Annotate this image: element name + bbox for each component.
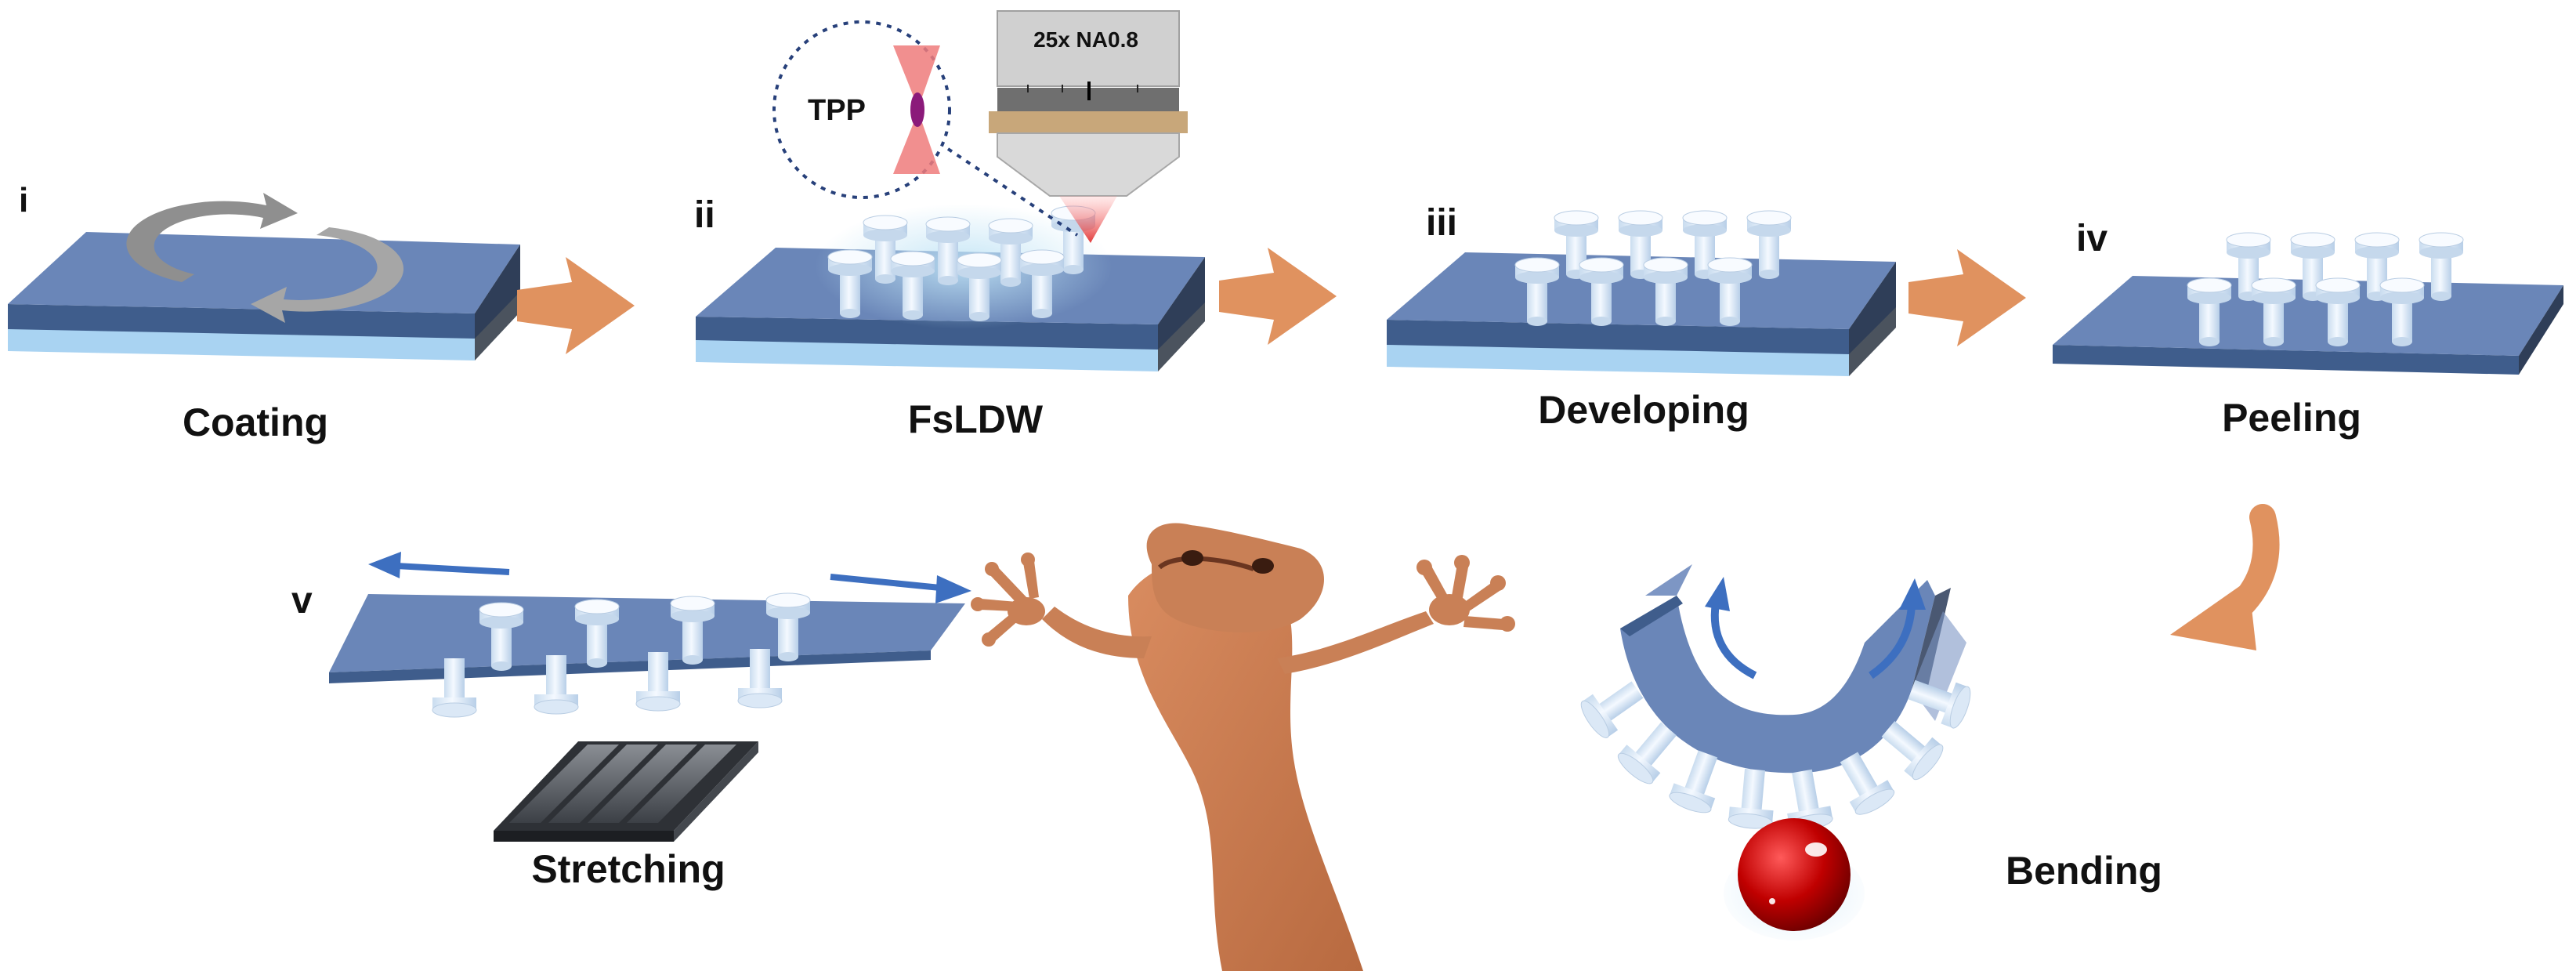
step-numeral-ii: ii bbox=[694, 194, 715, 236]
laser-beam-icon bbox=[1059, 196, 1117, 243]
tpp-zoom-callout: TPP bbox=[772, 20, 1079, 237]
step-ii-fsldw: ii TPP bbox=[694, 10, 1205, 441]
process-arrow-3 bbox=[1908, 249, 2026, 346]
step-numeral-iv: iv bbox=[2076, 218, 2107, 259]
coating-substrate bbox=[8, 232, 520, 361]
objective-lens-icon: 25x NA0.8 bbox=[989, 10, 1188, 197]
bend-arrow-right bbox=[1869, 578, 1926, 679]
step-v-stretching: v bbox=[291, 552, 971, 891]
step-caption-fsldw: FsLDW bbox=[908, 397, 1044, 441]
step-caption-bending: Bending bbox=[2006, 849, 2162, 893]
process-arrow-2 bbox=[1219, 248, 1337, 345]
bend-arrow-left bbox=[1705, 577, 1757, 679]
step-numeral-v: v bbox=[291, 580, 313, 621]
tpp-label: TPP bbox=[808, 94, 866, 127]
objective-label: 25x NA0.8 bbox=[1033, 27, 1138, 52]
gecko-left-foot bbox=[971, 553, 1045, 647]
gecko-illustration bbox=[971, 523, 1515, 971]
stretched-film bbox=[329, 594, 965, 683]
process-arrow-1 bbox=[517, 257, 635, 354]
rotation-icon bbox=[126, 193, 404, 323]
step-caption-coating: Coating bbox=[183, 400, 328, 444]
comb-substrate bbox=[494, 741, 758, 842]
step-caption-developing: Developing bbox=[1538, 388, 1749, 432]
red-ball-icon bbox=[1738, 818, 1851, 931]
step-i-coating: i Coating bbox=[8, 181, 520, 444]
step-caption-peeling: Peeling bbox=[2222, 396, 2361, 440]
step-numeral-iii: iii bbox=[1426, 202, 1457, 244]
stretch-arrow-right bbox=[830, 574, 971, 603]
process-arrow-curved bbox=[2170, 504, 2280, 650]
stretch-arrow-left bbox=[368, 552, 510, 578]
step-iv-peeling: iv Peeling bbox=[2053, 218, 2563, 440]
gecko-right-foot bbox=[1416, 555, 1515, 632]
laser-focus-icon bbox=[893, 45, 940, 174]
step-bending: Bending bbox=[1576, 564, 2162, 940]
step-caption-stretching: Stretching bbox=[531, 847, 725, 891]
step-numeral-i: i bbox=[19, 181, 28, 219]
step-iii-developing: iii Developing bbox=[1387, 202, 1896, 432]
